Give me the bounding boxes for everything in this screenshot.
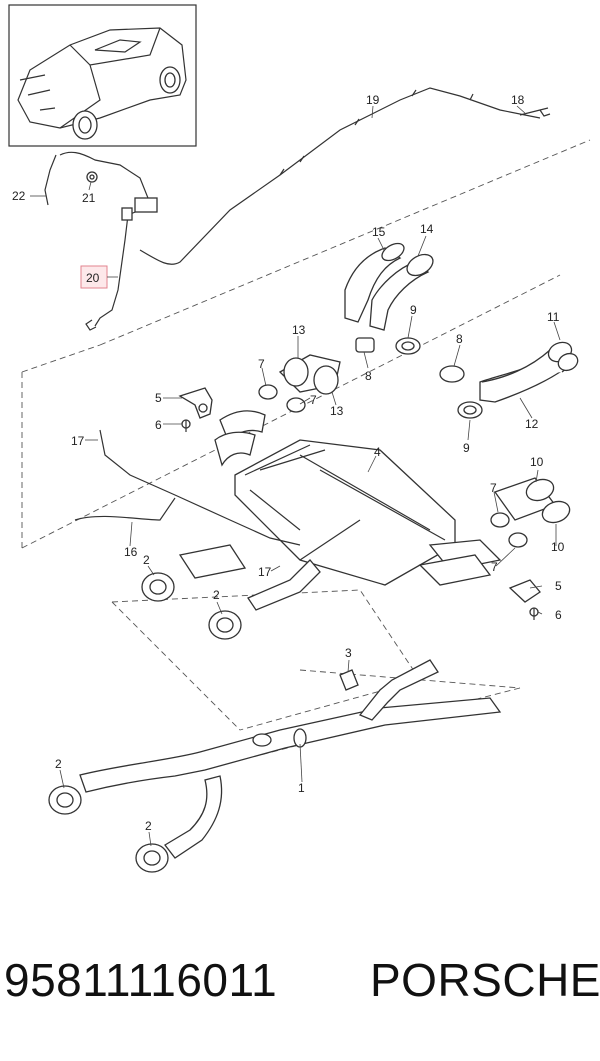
clamp-7-left	[258, 384, 306, 413]
cable-16	[74, 429, 301, 546]
callout-20[interactable]: 20	[86, 271, 100, 285]
wire-harness-20	[44, 151, 158, 331]
clamp-2-lower-mid	[135, 843, 169, 873]
vehicle-thumbnail	[8, 4, 197, 147]
sensor-cable-19	[139, 87, 541, 265]
callout-14: 14	[420, 222, 434, 236]
callout-22: 22	[12, 189, 26, 203]
tailpipe-11	[481, 341, 579, 383]
callout-18: 18	[511, 93, 525, 107]
callout-8-upper: 8	[365, 369, 372, 383]
clamp-2-upper-left	[141, 572, 175, 602]
callout-12: 12	[525, 417, 539, 431]
clamp-2-upper-mid	[208, 610, 242, 640]
bolt-6-left	[181, 419, 191, 432]
callout-19: 19	[366, 93, 380, 107]
clamp-8-upper	[355, 337, 375, 353]
callout-2-upper-left: 2	[143, 553, 150, 567]
tailpipe-13	[278, 354, 341, 395]
callout-5-right: 5	[555, 579, 562, 593]
bolt-6-right	[529, 607, 539, 620]
brand-name: PORSCHE	[370, 954, 600, 1006]
callout-7-mid-left: 7	[310, 393, 317, 407]
bracket-5-right	[508, 579, 541, 603]
callout-15: 15	[372, 225, 386, 239]
callout-16: 16	[124, 545, 138, 559]
tailpipe-14	[369, 253, 434, 331]
callout-13-upper: 13	[292, 323, 306, 337]
callout-labels: 19 18 22 21 20 15 14 9 8 13 8 11 12 9 7 …	[12, 93, 565, 833]
callout-11: 11	[547, 310, 560, 324]
footer: 95811116011 PORSCHE	[0, 945, 600, 1025]
front-pipe-1	[79, 659, 502, 859]
tailpipe-10	[493, 477, 571, 524]
callout-10-upper: 10	[530, 455, 544, 469]
callout-4: 4	[374, 445, 381, 459]
callout-10-lower: 10	[551, 540, 565, 554]
upper-frame	[21, 139, 591, 548]
callout-6-left: 6	[155, 418, 162, 432]
mid-pipe-left	[178, 544, 321, 611]
tailpipe-15	[344, 242, 405, 323]
leader-lines	[30, 105, 561, 847]
callout-17-lower: 17	[258, 565, 272, 579]
grommet-21	[86, 171, 98, 183]
callout-7-upper-right: 7	[490, 481, 497, 495]
clamp-9-right	[457, 401, 483, 419]
callout-6-right: 6	[555, 608, 562, 622]
callout-8-right: 8	[456, 332, 463, 346]
clamp-8-right	[439, 365, 465, 383]
callout-7-upper-left: 7	[258, 357, 265, 371]
part-number: 95811116011	[4, 954, 278, 1006]
callout-9-upper: 9	[410, 303, 417, 317]
callout-5-left: 5	[155, 391, 162, 405]
callout-2-upper-mid: 2	[213, 588, 220, 602]
clamp-7-right	[490, 512, 528, 548]
exhaust-system-diagram: 19 18 22 21 20 15 14 9 8 13 8 11 12 9 7 …	[8, 4, 591, 873]
callout-17-upper: 17	[71, 434, 85, 448]
callout-2-lower-left: 2	[55, 757, 62, 771]
callout-9-right: 9	[463, 441, 470, 455]
callout-21: 21	[82, 191, 96, 205]
outlet-pipes-right	[418, 539, 502, 586]
bracket-5-left	[178, 387, 213, 419]
callout-13-lower: 13	[330, 404, 344, 418]
callout-2-lower-mid: 2	[145, 819, 152, 833]
callout-1: 1	[298, 781, 305, 795]
clamp-9-upper	[395, 337, 421, 355]
rear-muffler-4	[214, 410, 456, 586]
callout-7-lower-right: 7	[491, 560, 498, 574]
callout-3: 3	[345, 646, 352, 660]
clamp-2-lower-left	[48, 785, 82, 815]
bracket-3	[339, 669, 359, 691]
cable-end-18	[519, 107, 551, 117]
